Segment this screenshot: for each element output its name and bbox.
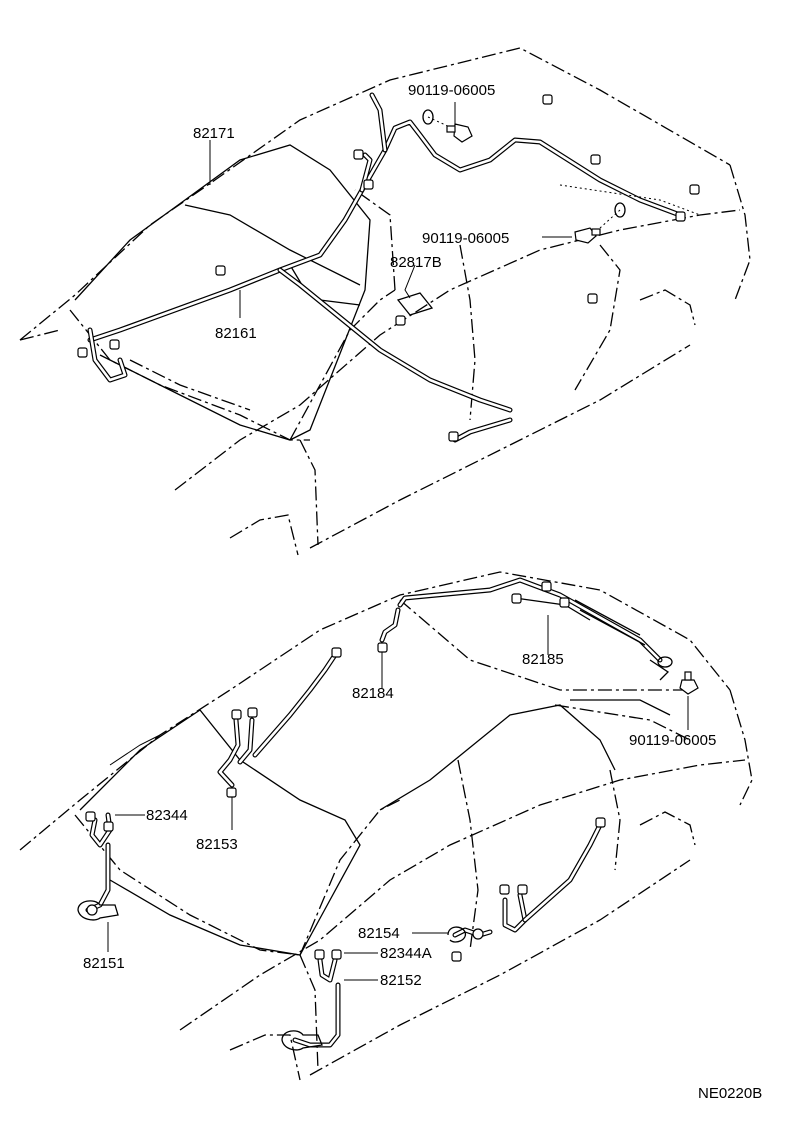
diagram-code: NE0220B [698, 1085, 762, 1102]
connector [363, 179, 374, 190]
grommet-82154-icon [447, 926, 484, 943]
connector [77, 347, 88, 358]
connector [595, 817, 606, 828]
connector [511, 593, 522, 604]
label-bolt-middle: 90119-06005 [422, 230, 509, 247]
harness-82185-wire [397, 577, 663, 663]
bottom-leaders [107, 615, 689, 981]
bottom-roof-panel [79, 699, 671, 956]
connector [331, 949, 342, 960]
label-82161: 82161 [215, 325, 257, 342]
connector [377, 642, 388, 653]
connector [559, 597, 570, 608]
label-bolt-upper: 90119-06005 [408, 82, 495, 99]
top-connectors [77, 94, 700, 442]
connector [499, 884, 510, 895]
connector [215, 265, 226, 276]
grommet-82152-icon [281, 1030, 323, 1051]
label-82151: 82151 [83, 955, 125, 972]
connector [85, 811, 96, 822]
top-leaders [209, 102, 572, 318]
label-82344: 82344 [146, 807, 188, 824]
label-82154: 82154 [358, 925, 400, 942]
harness-82161-wire [87, 267, 513, 443]
connector [542, 94, 553, 105]
connector [103, 821, 114, 832]
connector [395, 315, 406, 326]
label-82184: 82184 [352, 685, 394, 702]
top-vehicle-view: 90119-06005 82171 90119-06005 82817B 821… [19, 47, 751, 556]
label-82344a: 82344A [380, 945, 432, 962]
connector [587, 293, 598, 304]
bottom-vehicle-view: 82185 82184 90119-06005 82344 82153 8215… [19, 571, 753, 1081]
connector [331, 647, 342, 658]
label-82153: 82153 [196, 836, 238, 853]
connector [517, 884, 528, 895]
top-body-outline [19, 47, 751, 556]
connector [541, 581, 552, 592]
connector [314, 949, 325, 960]
bottom-connectors [85, 581, 606, 962]
harness-82184-wire [379, 607, 401, 643]
connector [247, 707, 258, 718]
bolt-rear-icon [649, 656, 699, 695]
label-bolt-rear: 90119-06005 [629, 732, 716, 749]
label-plate-82817b [396, 292, 434, 316]
label-82152: 82152 [380, 972, 422, 989]
harness-82152-wire [292, 822, 603, 1048]
label-82171: 82171 [193, 125, 235, 142]
bracket-outline [559, 184, 701, 216]
label-82185: 82185 [522, 651, 564, 668]
label-82817b: 82817B [390, 254, 442, 271]
connector [590, 154, 601, 165]
connector [448, 431, 459, 442]
bolt-middle-icon [574, 202, 626, 244]
grommet-82151-icon [77, 900, 119, 921]
connector [353, 149, 364, 160]
connector [689, 184, 700, 195]
bottom-body-outline [19, 571, 753, 1081]
harness-82153-wire [217, 652, 338, 788]
connector [231, 709, 242, 720]
connector [109, 339, 120, 350]
connector [675, 211, 686, 222]
connector [451, 951, 462, 962]
connector [226, 787, 237, 798]
bolt-upper-icon [422, 109, 473, 143]
